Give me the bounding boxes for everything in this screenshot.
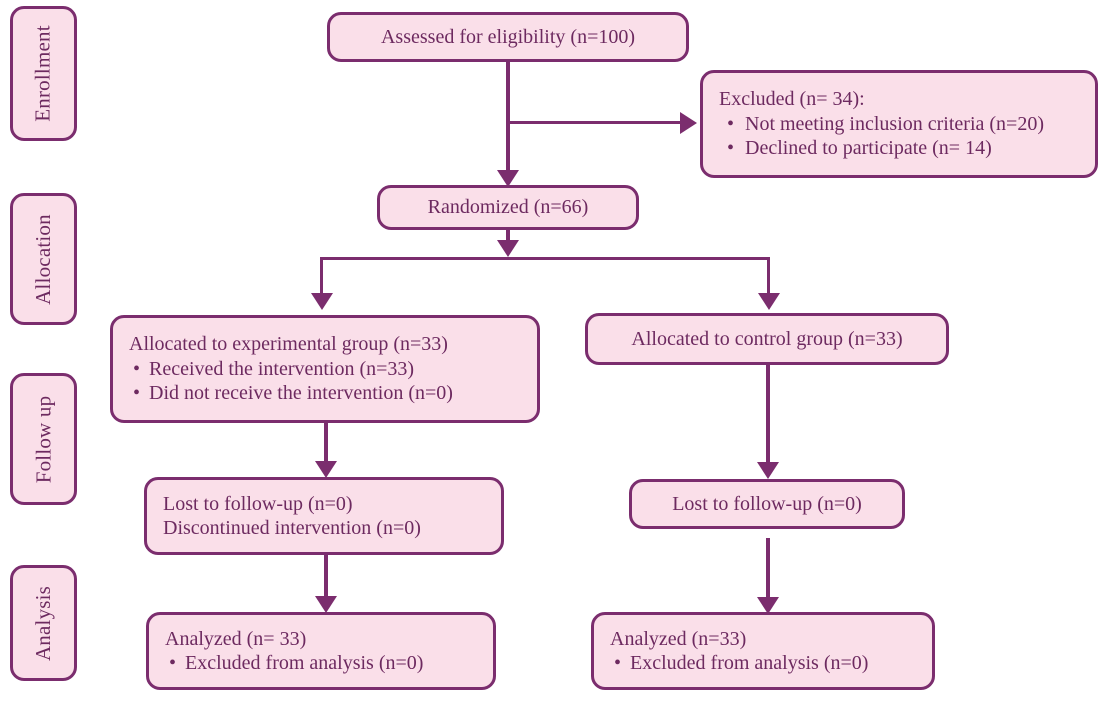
connector-split-left-drop (320, 257, 323, 301)
connector-assessed-to-randomized (506, 62, 510, 175)
arrowhead-assessed-to-randomized (497, 170, 519, 187)
node-line-bullet: Excluded from analysis (n=0) (165, 651, 493, 676)
node-line: Analyzed (n=33) (610, 627, 747, 650)
node-randomized: Randomized (n=66) (377, 185, 639, 230)
arrowhead-randomized-split (497, 240, 519, 257)
connector-randomized-stub (506, 229, 510, 247)
node-line-bullet: Excluded from analysis (n=0) (610, 651, 932, 676)
node-analyzed-experimental: Analyzed (n= 33) Excluded from analysis … (146, 612, 496, 690)
stage-label-text: Analysis (31, 585, 56, 661)
node-line-bullet: Not meeting inclusion criteria (n=20) (719, 112, 1095, 137)
node-followup-control: Lost to follow-up (n=0) (629, 479, 905, 529)
connector-split-bar (320, 257, 770, 260)
connector-split-right-drop (767, 257, 770, 301)
node-line: Allocated to control group (n=33) (631, 327, 903, 350)
node-line: Discontinued intervention (n=0) (163, 517, 421, 539)
stage-label-text: Follow up (31, 395, 56, 483)
arrowhead-control-analysis (757, 597, 779, 614)
node-excluded: Excluded (n= 34): Not meeting inclusion … (700, 70, 1098, 178)
connector-control-followup-to-analysis (766, 538, 770, 606)
connector-control-allocation-to-followup (766, 365, 770, 471)
node-line-bullet: Received the intervention (n=33) (129, 357, 537, 382)
node-line: Lost to follow-up (n=0) (163, 492, 353, 515)
node-line-bullet: Did not receive the intervention (n=0) (129, 381, 537, 406)
connector-experimental-allocation-to-followup (324, 422, 328, 470)
arrowhead-split-left (311, 293, 333, 310)
arrowhead-experimental-analysis (315, 596, 337, 613)
node-line: Lost to follow-up (n=0) (672, 492, 862, 515)
arrowhead-split-right (758, 293, 780, 310)
arrowhead-experimental-followup (315, 461, 337, 478)
stage-label-analysis: Analysis (10, 565, 77, 681)
node-line: Allocated to experimental group (n=33) (129, 333, 448, 356)
arrowhead-control-followup (757, 462, 779, 479)
node-analyzed-control: Analyzed (n=33) Excluded from analysis (… (591, 612, 935, 690)
node-line-bullet: Declined to participate (n= 14) (719, 136, 1095, 161)
stage-label-allocation: Allocation (10, 193, 77, 325)
stage-label-follow-up: Follow up (10, 373, 77, 505)
node-line: Analyzed (n= 33) (165, 627, 307, 650)
stage-label-enrollment: Enrollment (10, 6, 77, 141)
node-line: Assessed for eligibility (n=100) (380, 25, 636, 48)
arrowhead-assessed-to-excluded (680, 112, 697, 134)
connector-assessed-to-excluded (508, 121, 683, 124)
node-allocated-control: Allocated to control group (n=33) (585, 313, 949, 365)
node-line: Excluded (n= 34): (719, 88, 865, 111)
node-allocated-experimental: Allocated to experimental group (n=33) R… (110, 315, 540, 423)
connector-experimental-followup-to-analysis (324, 555, 328, 605)
stage-label-text: Allocation (31, 213, 55, 305)
node-line: Randomized (n=66) (427, 196, 589, 219)
stage-label-text: Enrollment (31, 25, 56, 122)
node-assessed-for-eligibility: Assessed for eligibility (n=100) (327, 12, 689, 62)
node-followup-experimental: Lost to follow-up (n=0) Discontinued int… (144, 477, 504, 555)
